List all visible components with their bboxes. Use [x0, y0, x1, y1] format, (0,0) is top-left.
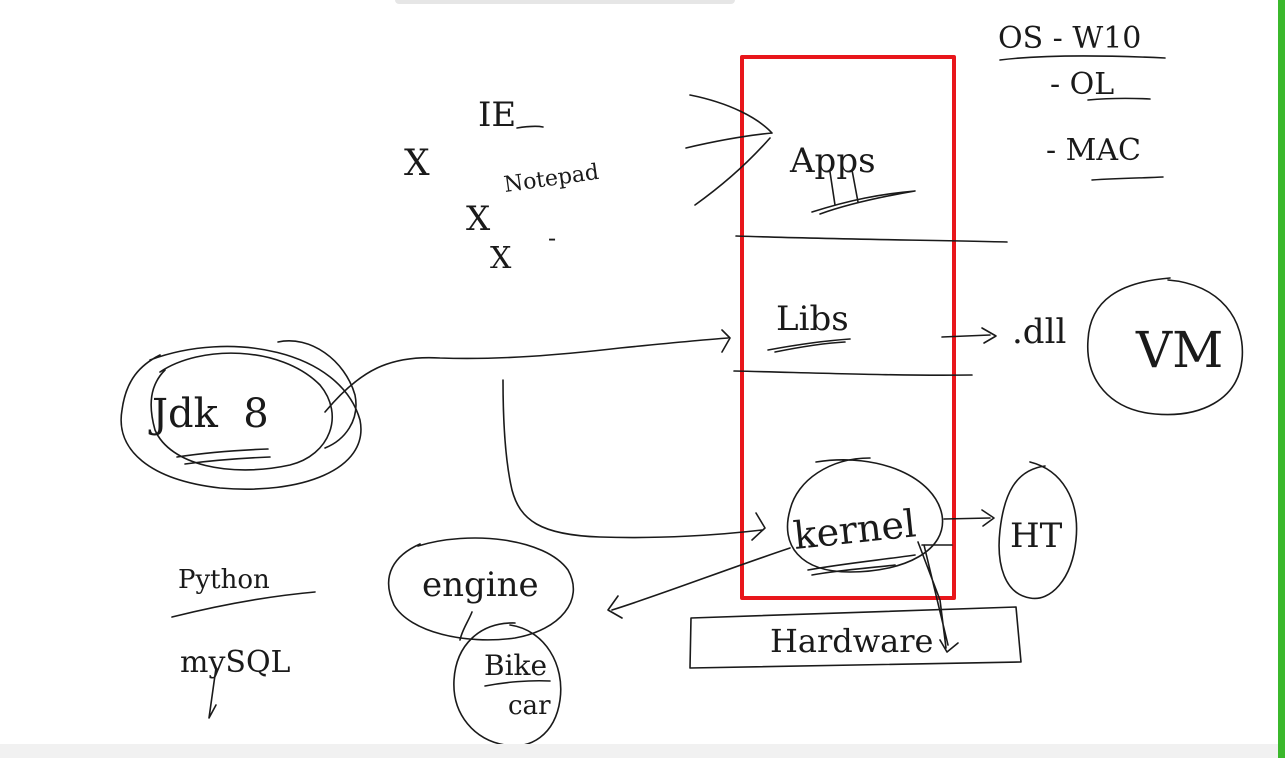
jdk-underline	[176, 448, 271, 465]
label-python: Python	[178, 565, 270, 595]
label-dll: .dll	[1012, 312, 1066, 352]
apps-libs-divider	[735, 235, 1008, 243]
bike-car-divider	[484, 679, 551, 687]
python-underline	[171, 591, 316, 618]
label-os-heading: OS - W10	[998, 21, 1141, 56]
engine-circle	[387, 537, 575, 641]
x-mark-2: X	[466, 199, 491, 239]
jdk-to-libs-line	[324, 329, 731, 413]
kernel-to-hardware-arrow	[917, 541, 959, 653]
label-car: car	[508, 691, 551, 721]
hardware-box	[689, 606, 1022, 669]
os-underline-2	[1087, 97, 1151, 101]
jdk-to-kernel-line	[502, 379, 766, 541]
ht-circle	[998, 461, 1078, 600]
label-engine: engine	[422, 565, 539, 605]
bottom-scrollbar-track[interactable]	[0, 744, 1285, 758]
bike-circle	[453, 622, 562, 747]
top-toolbar-edge	[395, 0, 735, 4]
label-kernel: kernel	[791, 501, 918, 558]
label-libs: Libs	[776, 299, 849, 339]
kernel-underline	[807, 554, 916, 576]
vm-circle	[1087, 277, 1244, 416]
jdk-ellipse-outer	[120, 345, 362, 490]
x-mark-3: X	[490, 241, 512, 276]
apps-underline	[811, 169, 916, 215]
label-os-item-2: - MAC	[1046, 133, 1141, 168]
arrow-to-apps	[685, 94, 773, 206]
os-underline-3	[1091, 176, 1164, 181]
x-mark-1: X	[404, 143, 430, 184]
label-ht: HT	[1010, 516, 1063, 556]
libs-kernel-divider	[733, 370, 973, 376]
label-os-item-1: - OL	[1050, 67, 1114, 102]
engine-bike-link	[459, 611, 473, 641]
label-bike: Bike	[484, 649, 547, 682]
kernel-to-engine-arrow	[607, 547, 791, 619]
jdk-arc	[277, 340, 357, 449]
os-underline-1	[999, 55, 1166, 61]
jdk-ellipse-inner	[150, 352, 334, 471]
arrow-to-dll	[941, 327, 997, 344]
label-dash: -	[548, 224, 556, 252]
kernel-circle	[786, 457, 944, 573]
mysql-stroke	[208, 667, 217, 719]
os-layer-highlight-box	[740, 55, 956, 600]
label-apps: Apps	[789, 141, 876, 181]
label-mysql: mySQL	[180, 645, 291, 680]
ie-underline	[516, 125, 544, 129]
label-hardware: Hardware	[770, 622, 933, 660]
right-accent-bar	[1278, 0, 1285, 758]
label-jdk: Jdk 8	[148, 391, 269, 437]
arrow-to-ht	[943, 509, 995, 527]
label-ie: IE	[478, 95, 516, 135]
label-notepad: Notepad	[502, 160, 600, 198]
libs-underline	[767, 338, 851, 353]
label-vm: VM	[1135, 321, 1223, 379]
